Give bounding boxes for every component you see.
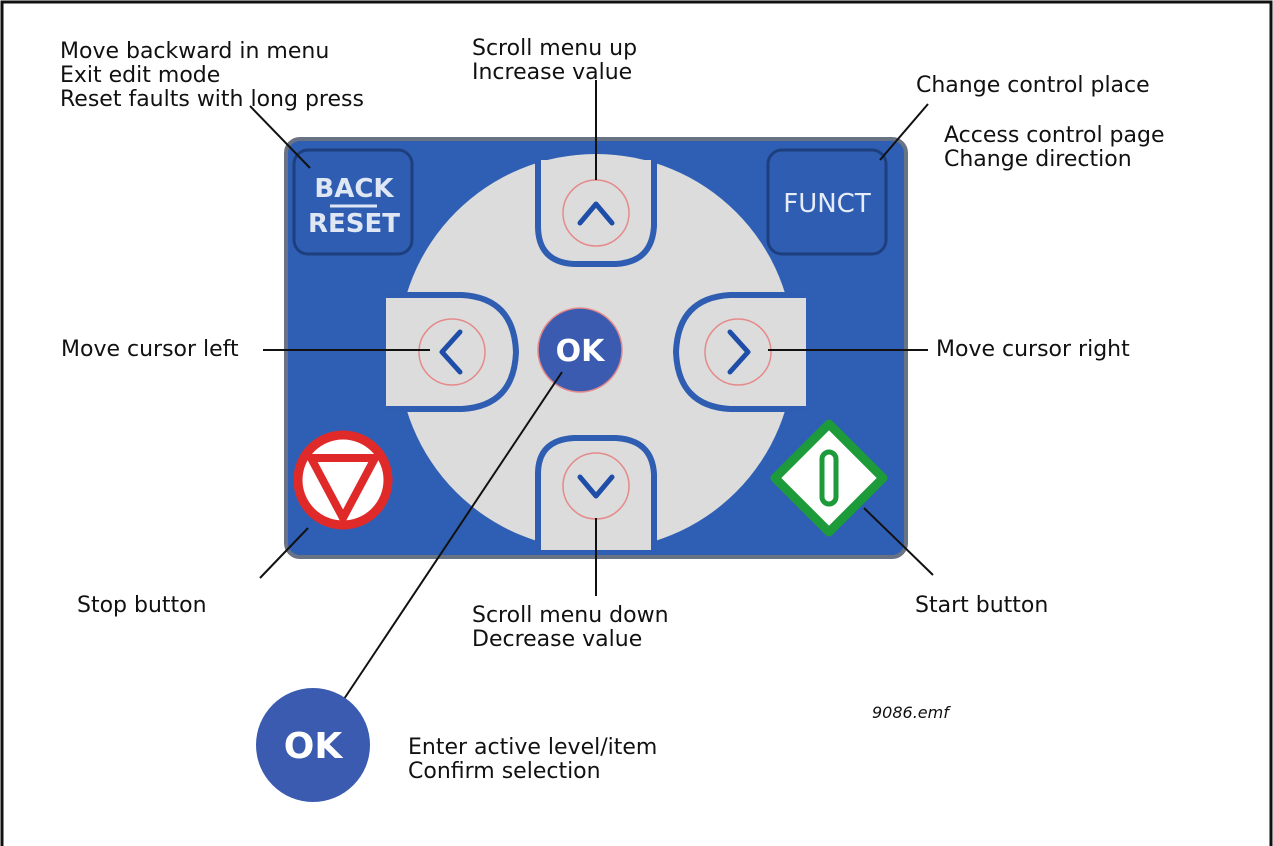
- funct-label: FUNCT: [783, 189, 871, 219]
- leader-ok: [341, 371, 563, 703]
- file-name: 9086.emf: [872, 703, 949, 722]
- down-description-line: Scroll menu down: [472, 603, 669, 628]
- up-button[interactable]: [535, 160, 657, 267]
- funct-description-line: Change direction: [944, 147, 1132, 172]
- right-description-text: Move cursor right: [936, 337, 1130, 362]
- down-description-line: Decrease value: [472, 627, 643, 652]
- stop-description: Stop button: [77, 594, 207, 618]
- start-button[interactable]: [770, 419, 888, 537]
- left-description-text: Move cursor left: [61, 337, 239, 362]
- ok-legend-icon: OK: [256, 688, 370, 802]
- ok-description-line: Confirm selection: [408, 759, 601, 784]
- ok-description: Enter active level/item Confirm selectio…: [408, 736, 657, 784]
- back-description-line: Move backward in menu: [60, 39, 330, 64]
- stop-button[interactable]: [293, 430, 393, 530]
- funct-description-line: Access control page: [944, 123, 1165, 148]
- ok-button[interactable]: OK: [537, 307, 623, 393]
- leader-funct: [879, 103, 929, 161]
- up-description-line: Increase value: [472, 60, 633, 85]
- funct-description-main: Change control place: [916, 73, 1150, 98]
- left-description: Move cursor left: [61, 338, 239, 362]
- stop-description-text: Stop button: [77, 593, 207, 618]
- start-description-text: Start button: [915, 593, 1049, 618]
- funct-button[interactable]: FUNCT: [766, 148, 888, 256]
- back-label: BACK: [314, 174, 394, 204]
- right-description: Move cursor right: [936, 338, 1130, 362]
- start-description: Start button: [915, 594, 1048, 618]
- left-arrow-icon: [439, 329, 463, 375]
- right-arrow-icon: [727, 329, 751, 375]
- start-icon: [819, 449, 839, 507]
- reset-label: RESET: [308, 209, 400, 239]
- stop-icon: [307, 454, 379, 522]
- up-description: Scroll menu up Increase value: [472, 37, 637, 85]
- ok-legend-label: OK: [284, 726, 344, 767]
- back-description-line: Reset faults with long press: [60, 87, 364, 112]
- funct-description: Change control place: [916, 74, 1150, 98]
- leader-start: [863, 507, 934, 576]
- back-reset-button[interactable]: BACK RESET: [292, 148, 414, 256]
- right-button[interactable]: [672, 292, 806, 412]
- up-description-line: Scroll menu up: [472, 36, 638, 61]
- leader-stop: [259, 527, 309, 579]
- down-button[interactable]: [535, 435, 657, 550]
- ok-button-label: OK: [556, 334, 607, 369]
- funct-subdescription: Access control page Change direction: [944, 124, 1165, 172]
- back-description-line: Exit edit mode: [60, 63, 221, 88]
- leader-lines: [249, 80, 934, 703]
- leader-back: [249, 105, 311, 169]
- back-description: Move backward in menu Exit edit mode Res…: [60, 40, 364, 112]
- down-description: Scroll menu down Decrease value: [472, 604, 669, 652]
- down-arrow-icon: [577, 474, 615, 499]
- up-arrow-icon: [577, 201, 615, 226]
- left-button[interactable]: [386, 292, 520, 412]
- ok-description-line: Enter active level/item: [408, 735, 658, 760]
